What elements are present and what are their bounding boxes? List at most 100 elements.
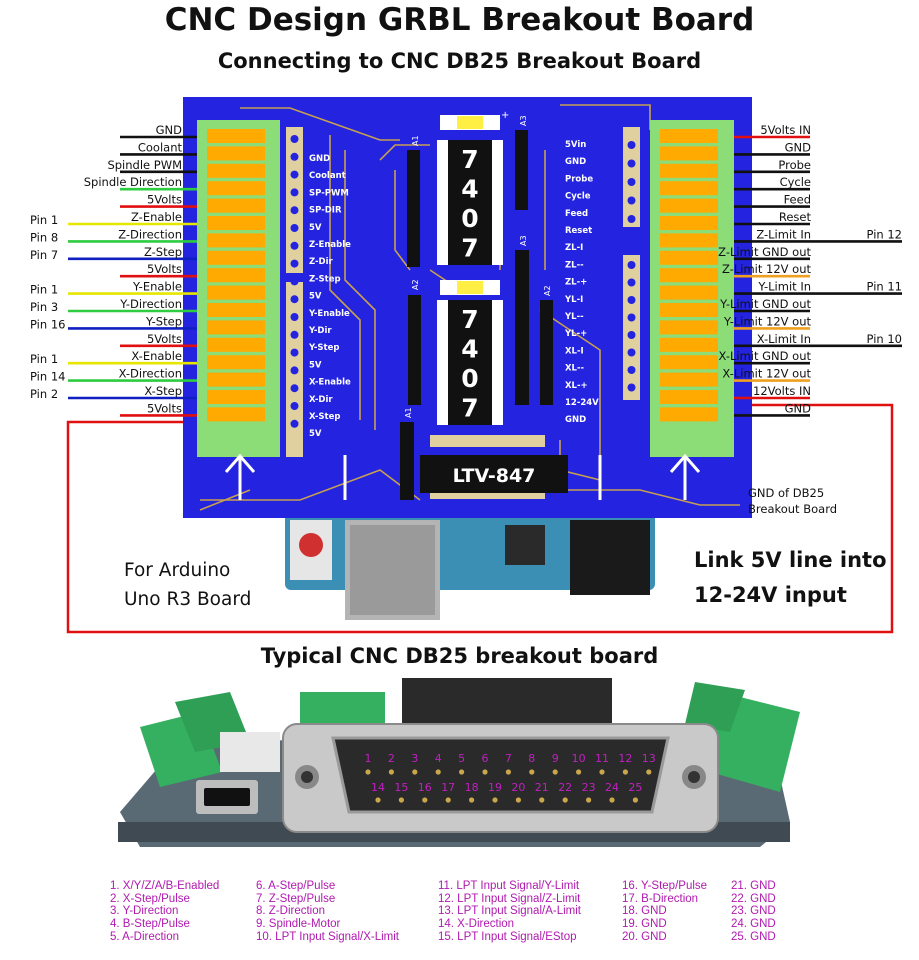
db25-pin-number: 24	[605, 781, 619, 794]
left-terminal-label: 5Volts	[147, 262, 182, 276]
a2-left-label: A2	[411, 279, 420, 290]
db25-pin	[422, 797, 428, 803]
pin-legend-col-3: 11. LPT Input Signal/Y-Limit 12. LPT Inp…	[438, 880, 581, 944]
silk-right-label: Probe	[565, 174, 593, 184]
right-terminal-label: GND	[785, 401, 812, 415]
db25-cable-housing	[402, 678, 612, 728]
left-pad	[207, 181, 265, 196]
diagram-subtitle: Connecting to CNC DB25 Breakout Board	[217, 49, 702, 73]
silk-right-label: ZL-+	[565, 278, 587, 288]
plus-label: +	[501, 110, 509, 121]
right-terminal-pads	[660, 129, 718, 422]
header-hole	[290, 188, 299, 197]
right-terminal-label: Z-Limit In	[756, 227, 811, 241]
silk-left-label: Z-Dir	[309, 257, 334, 267]
pin-legend-col-4: 16. Y-Step/Pulse 17. B-Direction 18. GND…	[622, 880, 707, 944]
left-pin-label: Pin 1	[30, 352, 58, 366]
db25-pin-number: 9	[552, 752, 559, 765]
db25-pin	[576, 769, 582, 775]
db25-pin	[445, 797, 451, 803]
db25-pin	[435, 769, 441, 775]
left-terminal-pads	[207, 129, 265, 422]
left-pad	[207, 146, 265, 161]
legend-pin-7: 7. Z-Step/Pulse	[256, 892, 336, 905]
left-terminal-label: Y-Step	[145, 314, 182, 328]
a2-right-label: A2	[543, 285, 552, 296]
header-hole	[290, 152, 299, 161]
right-terminal-label: Z-Limit GND out	[718, 245, 811, 259]
header-hole	[290, 241, 299, 250]
db25-pin-number: 5	[458, 752, 465, 765]
header-hole	[627, 141, 636, 149]
db25-pin	[539, 797, 545, 803]
right-terminal-label: 5Volts IN	[760, 123, 811, 137]
left-terminal-label: Z-Step	[144, 245, 182, 259]
left-pin-label: Pin 8	[30, 230, 58, 244]
db25-pin	[599, 769, 605, 775]
silk-left-label: X-Enable	[309, 378, 351, 388]
legend-pin-21: 21. GND	[731, 880, 776, 892]
a3-top-label: A3	[519, 115, 528, 126]
db25-pin-number: 23	[582, 781, 596, 794]
right-pad	[660, 233, 718, 248]
left-pad	[207, 285, 265, 300]
header-hole	[627, 215, 636, 223]
left-pad	[207, 163, 265, 178]
chip-digit: 0	[461, 204, 478, 233]
a3-mid-label: A3	[519, 235, 528, 246]
left-terminal-label: X-Direction	[119, 367, 182, 381]
legend-pin-1: 1. X/Y/Z/A/B-Enabled	[110, 880, 220, 892]
left-pad	[207, 372, 265, 387]
silk-left-label: 5V	[309, 292, 322, 302]
db25-pin	[365, 769, 371, 775]
header-hole	[627, 196, 636, 205]
right-header-upper	[623, 127, 640, 227]
header-hole	[627, 313, 636, 322]
silk-left-label: Z-Enable	[309, 240, 351, 250]
chip-digit: 4	[461, 175, 478, 204]
silk-left-label: SP-PWM	[309, 188, 349, 198]
silk-right-label: XL-I	[565, 346, 584, 356]
arduino-note-line-1: For Arduino	[124, 560, 231, 581]
right-terminal-label: Reset	[779, 210, 812, 224]
left-terminal-label: Y-Direction	[119, 297, 182, 311]
right-terminal-label: X-Limit GND out	[719, 349, 812, 363]
left-pad	[207, 337, 265, 352]
legend-pin-11: 11. LPT Input Signal/Y-Limit	[438, 880, 580, 892]
header-hole	[290, 224, 299, 232]
header-hole	[290, 330, 299, 339]
right-pad	[660, 250, 718, 265]
chip-digit: 7	[461, 305, 478, 334]
silk-left-label: X-Dir	[309, 395, 333, 405]
chip-digit: 0	[461, 364, 478, 393]
right-pad	[660, 163, 718, 178]
db25-pin-number: 20	[511, 781, 525, 794]
left-header-upper	[286, 127, 303, 273]
green-terminals-left	[140, 692, 385, 787]
left-terminal-label: Z-Enable	[131, 210, 182, 224]
legend-pin-15: 15. LPT Input Signal/EStop	[438, 930, 577, 943]
silk-left-label: Y-Dir	[308, 326, 332, 336]
db25-pin	[469, 797, 475, 803]
silk-left-label: GND	[309, 154, 330, 164]
db25-pin-number: 18	[465, 781, 479, 794]
db25-pin	[459, 769, 465, 775]
db25-pin-number: 10	[572, 752, 586, 765]
right-pad	[660, 355, 718, 370]
left-terminal-label: Spindle PWM	[107, 158, 182, 172]
chip-digit: 4	[461, 335, 478, 364]
right-terminal-label: GND	[785, 140, 812, 154]
right-pad	[660, 146, 718, 161]
chip-digit: 7	[461, 145, 478, 174]
header-hole	[627, 366, 636, 374]
left-pad	[207, 198, 265, 213]
db25-pin	[632, 797, 639, 803]
header-hole	[290, 348, 299, 357]
silk-right-label: YL-I	[564, 295, 583, 305]
left-terminal-label: Spindle Direction	[84, 175, 182, 189]
left-pad	[207, 233, 265, 248]
left-pin-label: Pin 1	[30, 283, 58, 297]
header-hole	[290, 366, 299, 375]
